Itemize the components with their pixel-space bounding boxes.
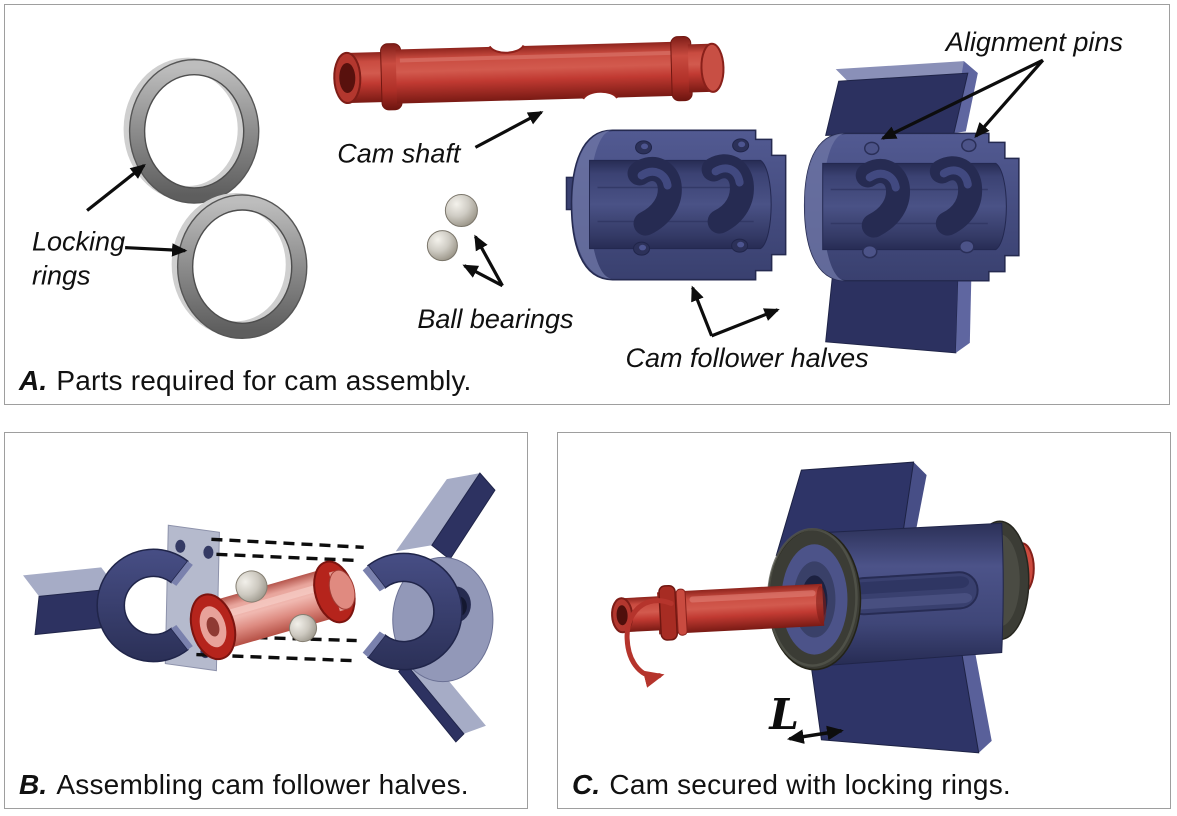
annotation-arrows [86, 58, 1045, 338]
arrow-ball-bearing-1 [474, 234, 504, 287]
pin-holes [633, 138, 750, 256]
label-alignment-pins: Alignment pins [944, 27, 1123, 57]
assembled-cam [611, 461, 1035, 754]
arrow-cam-follower-left [691, 285, 714, 337]
panel-a: Locking rings Cam shaft Ball bearings Ca… [4, 4, 1170, 405]
panel-b-caption: B. Assembling cam follower halves. [19, 769, 469, 801]
dimension-label: L [768, 689, 799, 739]
label-cam-shaft: Cam shaft [337, 138, 462, 168]
rotation-arrow [624, 598, 674, 688]
ball-bearing-1 [444, 193, 478, 228]
panel-a-caption-letter: A. [19, 365, 48, 396]
follower-right-half [362, 472, 496, 743]
arrow-locking-ring-bottom [125, 243, 188, 257]
alignment-pin-bumps [861, 138, 977, 259]
arrow-ball-bearing-2 [462, 264, 504, 288]
panel-c-caption-text: Cam secured with locking rings. [609, 769, 1011, 800]
bearing-in-assembly-bottom [288, 614, 318, 643]
cam-shaft-with-bearings [189, 560, 356, 661]
arrow-alignment-pin-1 [880, 58, 1044, 140]
label-ball-bearings: Ball bearings [417, 304, 573, 334]
cam-shaft [333, 35, 725, 111]
panel-c-caption: C. Cam secured with locking rings. [572, 769, 1011, 801]
panel-a-caption: A. Parts required for cam assembly. [19, 365, 472, 397]
follower-left-half [23, 524, 220, 672]
label-locking-rings-line1: Locking [32, 227, 125, 257]
locking-ring-top [123, 57, 260, 204]
cam-follower-left-half [565, 129, 787, 281]
panel-a-caption-text: Parts required for cam assembly. [56, 365, 472, 396]
locking-ring-bottom [171, 192, 308, 340]
panel-c-illustration: L [611, 461, 1035, 754]
keyway-slot [844, 571, 979, 616]
arrow-cam-follower-right [711, 308, 780, 338]
arrow-cam-shaft [474, 110, 544, 149]
panel-b-illustration [23, 472, 496, 743]
panel-b: B. Assembling cam follower halves. [4, 432, 528, 809]
arrow-locking-ring-top [86, 164, 146, 212]
bearing-in-assembly-top [235, 570, 268, 603]
dimension-arrow [786, 725, 844, 744]
bottom-fin [807, 639, 992, 754]
follower-body [808, 522, 1004, 668]
panel-b-caption-letter: B. [19, 769, 48, 800]
cam-follower-right-half [803, 61, 1020, 354]
ball-bearing-2 [426, 230, 458, 262]
panel-c: L C. Cam secured with locking rings. [557, 432, 1171, 809]
panel-a-illustration: Locking rings Cam shaft Ball bearings Ca… [32, 27, 1123, 373]
label-locking-rings-line2: rings [32, 261, 91, 291]
arrow-alignment-pin-2 [974, 59, 1045, 139]
label-cam-follower-halves: Cam follower halves [626, 343, 869, 373]
panel-b-caption-text: Assembling cam follower halves. [56, 769, 469, 800]
panel-c-caption-letter: C. [572, 769, 601, 800]
